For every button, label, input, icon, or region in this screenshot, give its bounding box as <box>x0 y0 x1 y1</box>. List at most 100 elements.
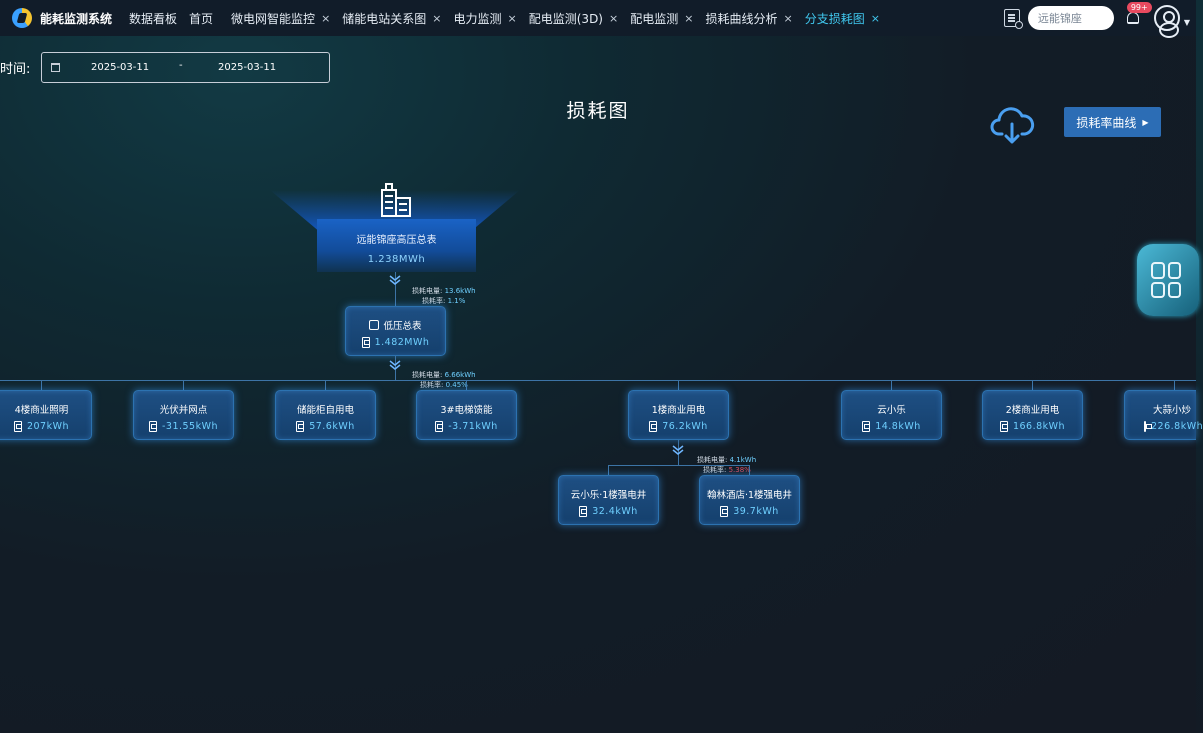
node-value: 166.8kWh <box>1012 421 1066 432</box>
branch-node[interactable]: 光伏并网点 -31.55kWh <box>133 390 234 440</box>
node-value: 57.6kWh <box>309 421 355 432</box>
connector-line <box>678 380 679 391</box>
button-label: 损耗率曲线 <box>1076 115 1137 130</box>
meter-icon <box>579 506 588 517</box>
tab-branch-loss[interactable]: 分支损耗图× <box>805 10 880 27</box>
tab-label: 配电监测(3D) <box>528 11 603 26</box>
connector-line <box>466 380 467 391</box>
close-icon[interactable]: × <box>507 11 517 25</box>
panel-icon <box>369 320 380 330</box>
end-date[interactable]: 2025-03-11 <box>218 62 277 73</box>
branch-node[interactable]: 1楼商业用电 76.2kWh <box>628 390 729 440</box>
branch-node[interactable]: 云小乐 14.8kWh <box>841 390 942 440</box>
node-name: 翰林酒店·1楼强电井 <box>706 490 793 501</box>
tab-label: 储能电站关系图 <box>342 11 427 26</box>
node-value: 32.4kWh <box>592 506 638 517</box>
loss-energy-label: 损耗电量: <box>412 371 443 379</box>
close-icon[interactable]: × <box>321 11 331 25</box>
tab-distribution-3d[interactable]: 配电监测(3D) × <box>529 10 618 27</box>
branch-node[interactable]: 大蒜小炒 226.8kWh <box>1124 390 1203 440</box>
logo-icon <box>12 8 32 28</box>
app-logo[interactable]: 能耗监测系统 <box>12 8 112 28</box>
chevron-down-icon[interactable]: ▼ <box>1183 17 1190 27</box>
meter-icon <box>361 337 370 348</box>
node-value: 39.7kWh <box>733 506 779 517</box>
branch-node[interactable]: 储能柜自用电 57.6kWh <box>275 390 376 440</box>
close-icon[interactable]: × <box>870 11 880 25</box>
meter-icon <box>13 421 22 432</box>
node-name: 2楼商业用电 <box>1005 405 1060 416</box>
loss-rate-label: 损耗率: <box>422 297 446 305</box>
building-icon <box>381 183 411 217</box>
app-grid-float-button[interactable] <box>1137 244 1199 316</box>
connector-line <box>891 380 892 391</box>
close-icon[interactable]: × <box>684 11 694 25</box>
loss-rate-value: 0.45% <box>445 381 468 389</box>
branch-node[interactable]: 3#电梯馈能 -3.71kWh <box>416 390 517 440</box>
connector-line <box>183 380 184 391</box>
header-actions: 99+ ▼ <box>1003 0 1196 38</box>
node-value: 226.8kWh <box>1151 421 1203 432</box>
loss-energy-label: 损耗电量: <box>412 287 443 295</box>
notification-button[interactable]: 99+ <box>1122 2 1152 29</box>
site-select-input[interactable] <box>1027 6 1114 30</box>
node-value: -31.55kWh <box>161 421 219 432</box>
cloud-download-icon[interactable] <box>990 104 1035 146</box>
start-date[interactable]: 2025-03-11 <box>91 62 150 73</box>
tab-label: 损耗曲线分析 <box>705 11 778 26</box>
sub-branch-node[interactable]: 云小乐·1楼强电井 32.4kWh <box>558 475 659 525</box>
close-icon[interactable]: × <box>609 11 619 25</box>
tab-loss-curve[interactable]: 损耗曲线分析 × <box>705 10 792 27</box>
calendar-icon <box>51 63 60 72</box>
loss-energy-label: 损耗电量: <box>697 456 728 464</box>
node-value: 14.8kWh <box>875 421 921 432</box>
loss-energy-value: 13.6kWh <box>444 287 476 295</box>
meter-icon <box>435 421 444 432</box>
document-search-icon[interactable] <box>1003 9 1023 29</box>
close-icon[interactable]: × <box>783 11 793 25</box>
loss-rate-label: 损耗率: <box>703 466 727 474</box>
tab-label: 电力监测 <box>453 11 502 26</box>
node-name: 云小乐 <box>877 405 906 416</box>
top-navigation-bar: 能耗监测系统 数据看板 首页 微电网智能监控× 储能电站关系图 × 电力监测 × 配… <box>0 0 1196 38</box>
loss-rate-curve-button[interactable]: 损耗率曲线▶ <box>1064 107 1161 137</box>
tab-home[interactable]: 首页 <box>189 10 213 27</box>
flow-arrow-icon <box>389 360 401 370</box>
close-icon[interactable]: × <box>432 11 442 25</box>
page-title: 损耗图 <box>566 100 630 122</box>
connector-line <box>325 380 326 391</box>
tab-distribution-monitor[interactable]: 配电监测× <box>630 10 693 27</box>
notification-badge: 99+ <box>1126 2 1152 13</box>
meter-icon <box>1144 421 1152 432</box>
connector-line <box>749 465 750 476</box>
tab-label: 首页 <box>189 11 214 26</box>
loss-rate-value: 1.1% <box>447 297 466 305</box>
flow-arrow-icon <box>672 445 684 455</box>
loss-rate-value: 5.38% <box>728 466 751 474</box>
date-range-picker[interactable]: 2025-03-11 - 2025-03-11 <box>41 52 330 83</box>
sub-branch-node[interactable]: 翰林酒店·1楼强电井 39.7kWh <box>699 475 800 525</box>
low-voltage-meter-node[interactable]: 低压总表 1.482MWh <box>345 306 446 356</box>
connector-line <box>608 465 609 476</box>
connector-line <box>41 380 42 391</box>
connector-line <box>1032 380 1033 391</box>
node-name: 储能柜自用电 <box>296 405 354 416</box>
tab-data-dashboard[interactable]: 数据看板 <box>129 10 177 27</box>
meter-icon <box>296 421 305 432</box>
tab-microgrid-monitor[interactable]: 微电网智能监控× <box>231 10 330 27</box>
root-loss-info: 损耗电量: 13.6kWh 损耗率: 1.1% <box>412 286 476 306</box>
branch-node[interactable]: 4楼商业照明 207kWh <box>0 390 92 440</box>
root-meter-value: 1.238MWh <box>367 254 426 265</box>
branch-node[interactable]: 2楼商业用电 166.8kWh <box>982 390 1083 440</box>
node-value: 76.2kWh <box>662 421 708 432</box>
loss-energy-value: 4.1kWh <box>729 456 757 464</box>
root-meter-node[interactable]: 远能锦座高压总表 1.238MWh <box>270 182 520 272</box>
meter-icon <box>148 421 157 432</box>
meter-icon <box>649 421 658 432</box>
node-value: -3.71kWh <box>448 421 498 432</box>
user-avatar-icon[interactable] <box>1153 5 1180 38</box>
node-value: 207kWh <box>26 421 70 432</box>
tab-power-monitor[interactable]: 电力监测 × <box>454 10 517 27</box>
root-meter-name: 远能锦座高压总表 <box>356 235 437 246</box>
tab-storage-relation[interactable]: 储能电站关系图 × <box>342 10 441 27</box>
